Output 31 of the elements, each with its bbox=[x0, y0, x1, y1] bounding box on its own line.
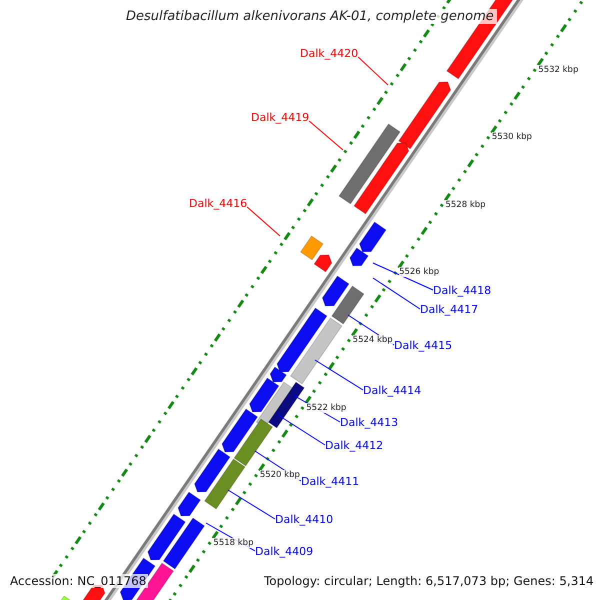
accession-text: Accession: NC_011768 bbox=[8, 574, 148, 588]
leader-line bbox=[314, 360, 364, 390]
gene-label: Dalk_4416 bbox=[189, 197, 248, 210]
gene-label: Dalk_4420 bbox=[300, 47, 358, 60]
leader-line bbox=[228, 490, 276, 520]
gene-label: Dalk_4414 bbox=[363, 384, 422, 397]
leader-line bbox=[372, 262, 434, 290]
scale-label: 5522 kbp bbox=[306, 402, 346, 413]
leader-line bbox=[372, 278, 420, 310]
gene-label: Dalk_4415 bbox=[394, 339, 452, 352]
scale-label: 5532 kbp bbox=[538, 64, 578, 75]
gene-label: Dalk_4413 bbox=[340, 416, 398, 429]
scale-label: 5528 kbp bbox=[445, 200, 486, 210]
title: Desulfatibacillum alkenivorans AK-01, complete genome bbox=[123, 9, 497, 24]
gene-label: Dalk_4412 bbox=[325, 439, 384, 452]
scale-label: 5524 kbp bbox=[352, 334, 393, 345]
gene-label: Dalk_4410 bbox=[275, 513, 334, 526]
scale-label: 5526 kbp bbox=[399, 267, 440, 278]
gene-label: Dalk_4418 bbox=[433, 284, 492, 297]
gene-label: Dalk_4409 bbox=[255, 545, 314, 558]
scale-label: 5520 kbp bbox=[260, 470, 300, 480]
gene-label: Dalk_4411 bbox=[301, 475, 360, 488]
topology-text: Topology: circular; Length: 6,517,073 bp; Genes: 5,314 bbox=[262, 574, 596, 588]
leader-line bbox=[278, 414, 326, 446]
gene-label: Dalk_4419 bbox=[251, 111, 310, 124]
leader-line bbox=[246, 206, 280, 236]
gene-label: Dalk_4417 bbox=[420, 303, 478, 316]
scale-label: 5518 kbp bbox=[213, 538, 254, 548]
scale-label: 5530 kbp bbox=[492, 132, 532, 142]
leader-line bbox=[308, 120, 344, 150]
leader-line bbox=[358, 56, 388, 86]
